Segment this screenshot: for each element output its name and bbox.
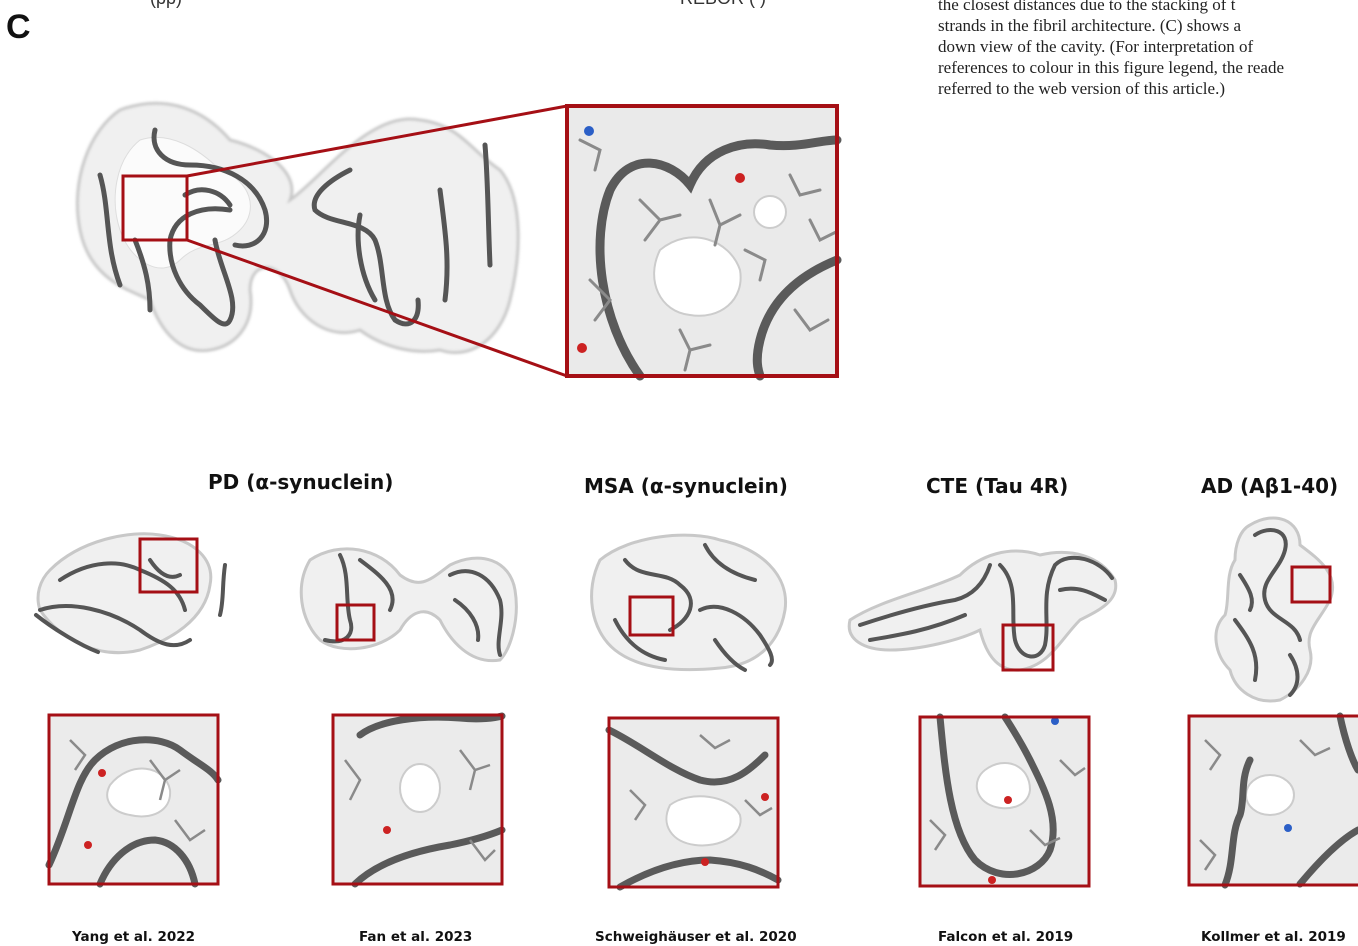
structure-title: AD (Aβ1-40) bbox=[1201, 474, 1338, 498]
structure-citation: Kollmer et al. 2019 bbox=[1201, 929, 1346, 945]
structure-citation: Fan et al. 2023 bbox=[359, 929, 472, 945]
structure-citation: Schweighäuser et al. 2020 bbox=[595, 929, 797, 945]
main-zoom-inset bbox=[567, 106, 837, 376]
zoom-inset-2 bbox=[333, 715, 502, 884]
oxygen-atom bbox=[98, 769, 106, 777]
oxygen-atom bbox=[383, 826, 391, 834]
surface-blob bbox=[1216, 518, 1333, 701]
structure-citation: Falcon et al. 2019 bbox=[938, 929, 1073, 945]
cavity bbox=[1246, 775, 1294, 815]
surface-blob bbox=[849, 551, 1116, 670]
structure-thumbnail-1 bbox=[36, 534, 225, 653]
zoom-inset-3 bbox=[609, 718, 778, 887]
zoom-inset-5 bbox=[1189, 716, 1358, 885]
structure-thumbnail-2 bbox=[301, 549, 516, 661]
oxygen-atom bbox=[988, 876, 996, 884]
oxygen-atom bbox=[577, 343, 587, 353]
structure-citation: Yang et al. 2022 bbox=[72, 929, 195, 945]
structure-title: PD (α-synuclein) bbox=[208, 470, 393, 494]
structure-thumbnail-4 bbox=[849, 551, 1116, 670]
cavity bbox=[666, 796, 740, 845]
zoom-inset-1 bbox=[49, 715, 218, 884]
cavity bbox=[400, 764, 440, 812]
structure-thumbnail-3 bbox=[592, 535, 786, 670]
backbone-strand bbox=[220, 565, 225, 615]
oxygen-atom bbox=[761, 793, 769, 801]
cavity bbox=[754, 196, 786, 228]
nitrogen-atom bbox=[584, 126, 594, 136]
structure-thumbnail-5 bbox=[1216, 518, 1333, 701]
nitrogen-atom bbox=[1284, 824, 1292, 832]
oxygen-atom bbox=[735, 173, 745, 183]
surface-blob bbox=[301, 549, 516, 661]
oxygen-atom bbox=[701, 858, 709, 866]
oxygen-atom bbox=[84, 841, 92, 849]
cavity bbox=[977, 763, 1030, 808]
structure-title: CTE (Tau 4R) bbox=[926, 474, 1068, 498]
main-fibril-structure bbox=[77, 103, 567, 376]
oxygen-atom bbox=[1004, 796, 1012, 804]
structure-title: MSA (α-synuclein) bbox=[584, 474, 788, 498]
surface-blob bbox=[592, 535, 786, 670]
zoom-inset-4 bbox=[920, 717, 1089, 886]
